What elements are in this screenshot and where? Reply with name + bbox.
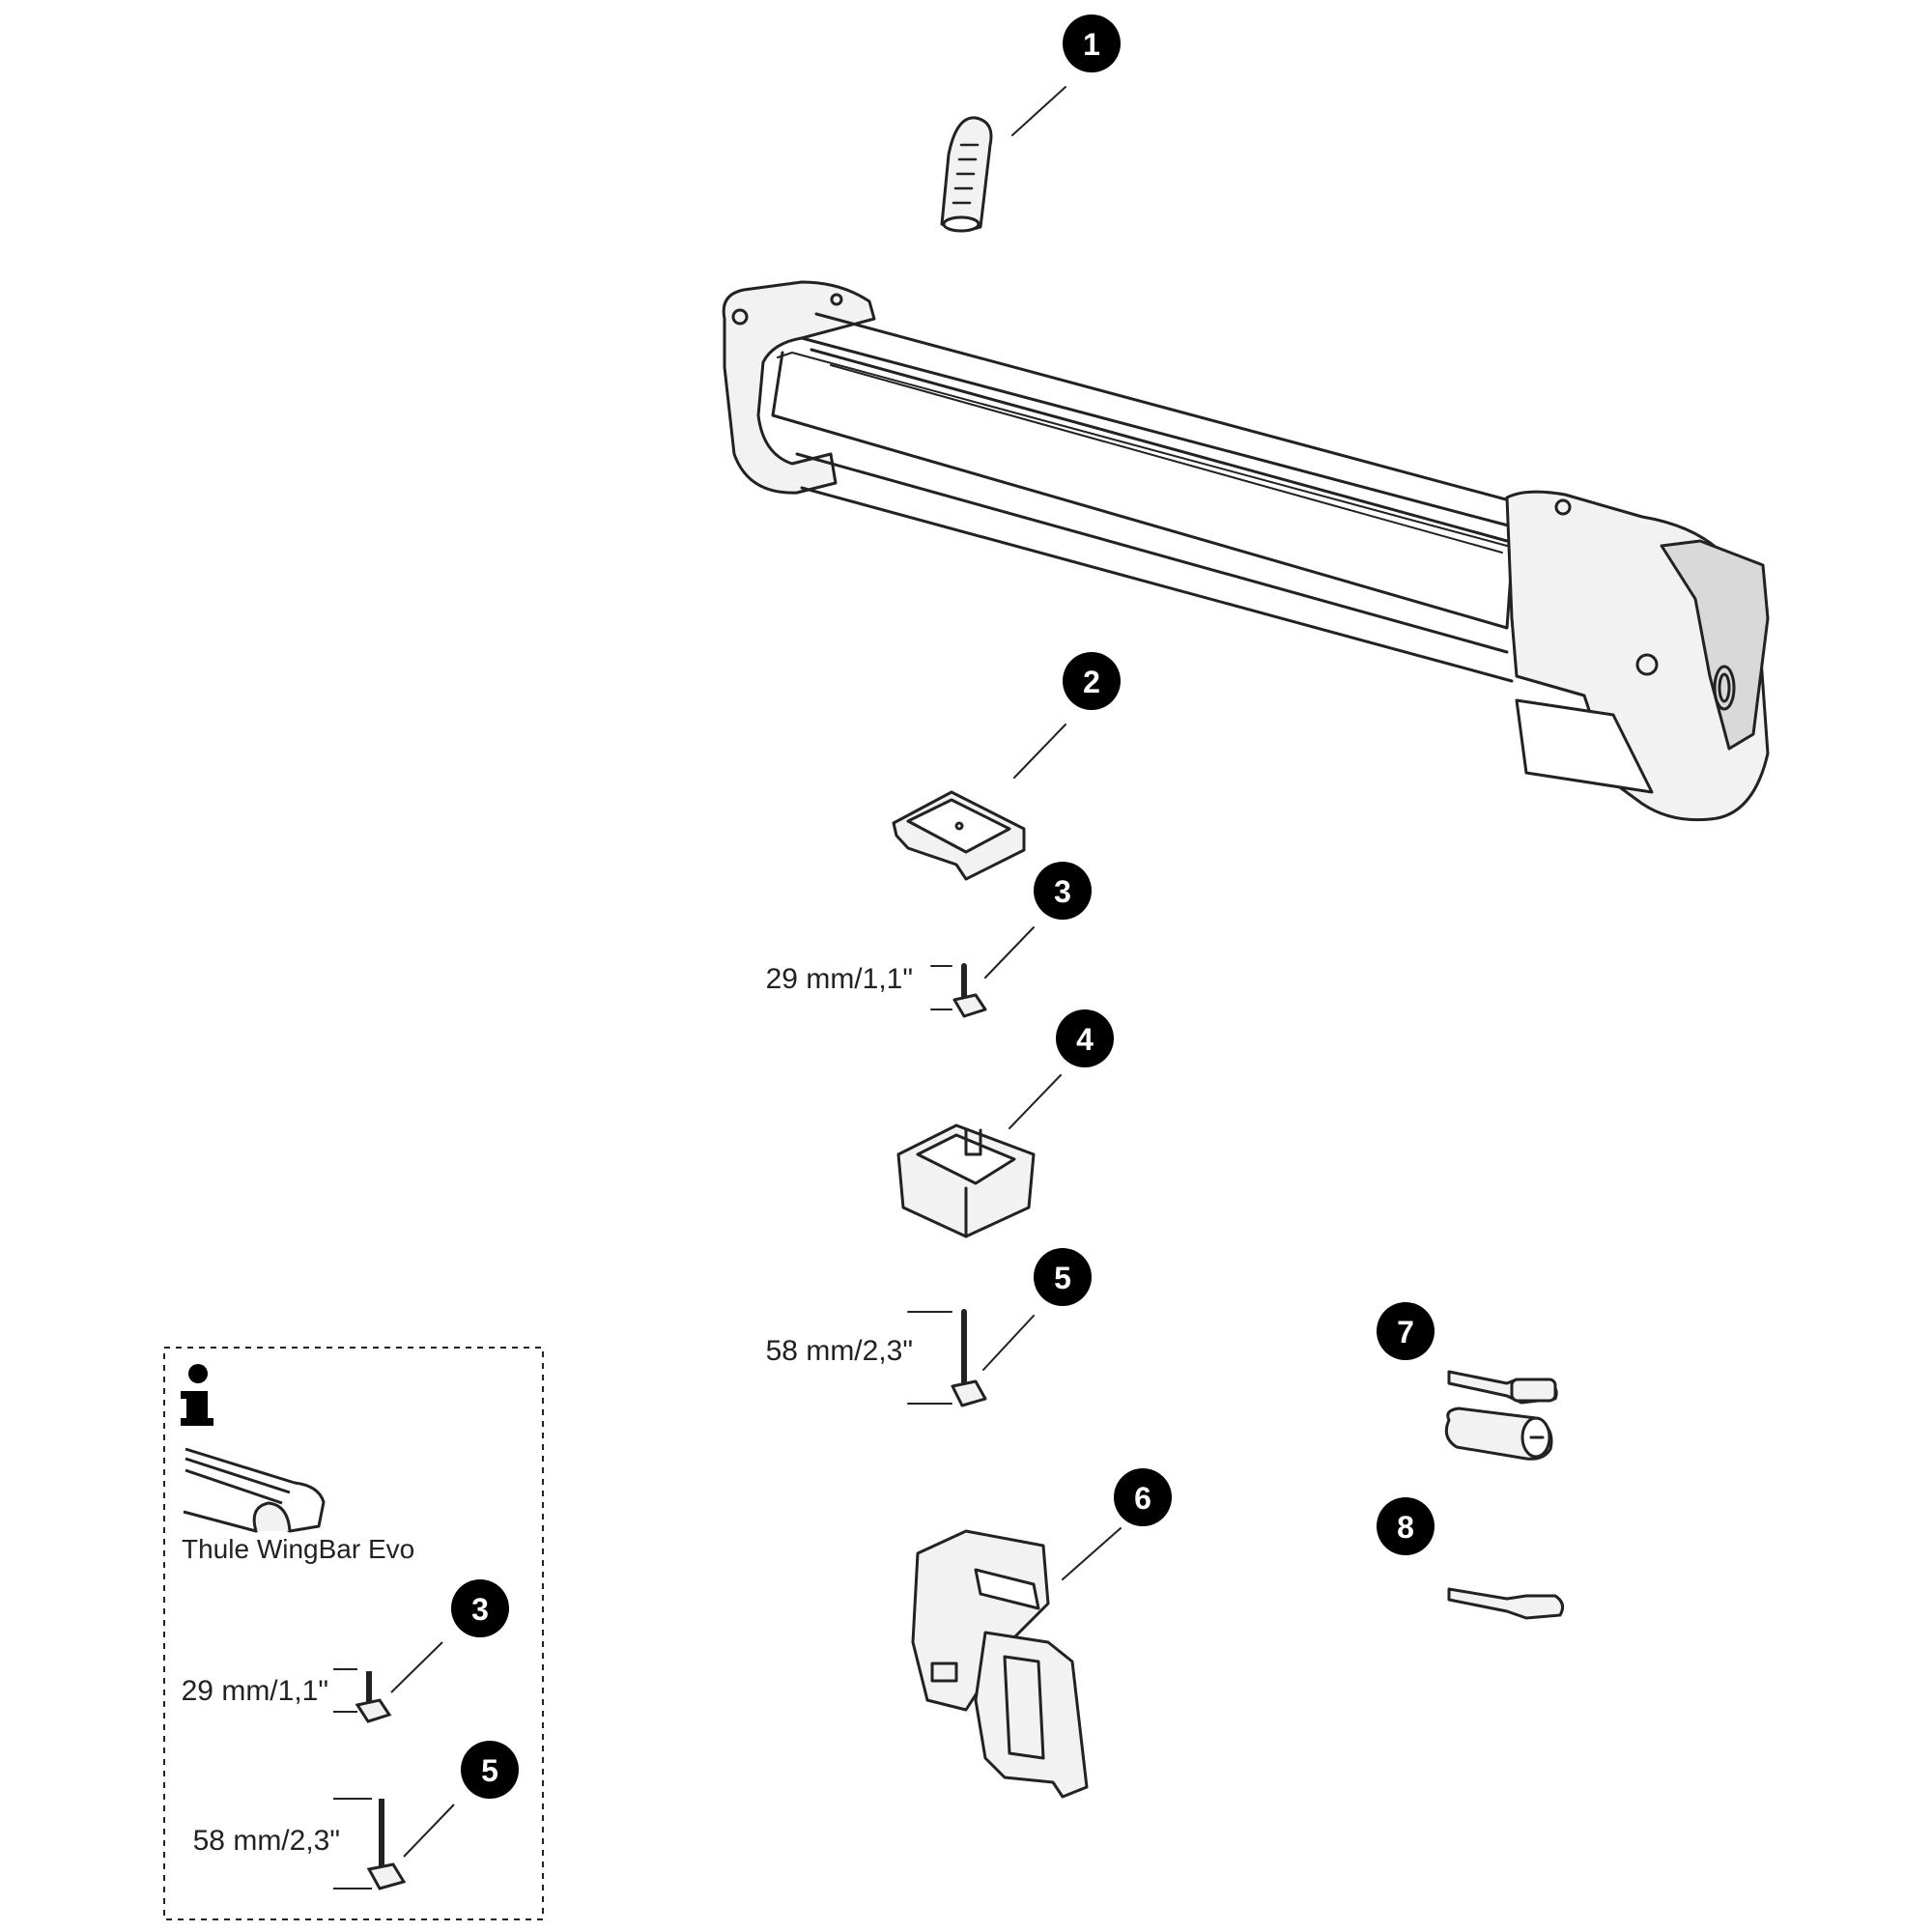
grip-handle-part (940, 116, 993, 233)
info-long-tbolt (333, 1798, 455, 1890)
product-label: Thule WingBar Evo (182, 1534, 414, 1564)
info-callout-5: 5 (481, 1753, 498, 1788)
svg-text:4: 4 (1076, 1022, 1094, 1057)
wingbar-profile (183, 1447, 326, 1533)
ski-carrier-bar (722, 280, 1770, 822)
info-long-bolt-dimension: 58 mm/2,3" (193, 1825, 340, 1857)
svg-text:3: 3 (1054, 874, 1071, 909)
svg-text:8: 8 (1397, 1510, 1414, 1545)
svg-text:7: 7 (1397, 1315, 1414, 1350)
key-and-lock-part (1444, 1370, 1558, 1461)
svg-text:1: 1 (1083, 27, 1100, 62)
callout-4: 4 (1056, 1009, 1114, 1067)
long-tbolt-part (951, 1309, 987, 1407)
info-short-bolt-dimension: 29 mm/1,1" (182, 1675, 328, 1707)
info-box: Thule WingBar Evo 3 29 mm/1,1" 5 58 mm/2… (163, 1347, 544, 1920)
callout-1: 1 (1063, 14, 1121, 72)
svg-text:6: 6 (1134, 1481, 1151, 1516)
leader-lines (907, 86, 1122, 1580)
info-short-tbolt (333, 1641, 443, 1723)
end-cap-block-part (896, 1123, 1036, 1238)
callout-8: 8 (1377, 1497, 1435, 1555)
info-callout-3: 3 (471, 1592, 489, 1627)
svg-text:2: 2 (1083, 665, 1100, 699)
short-tbolt-part (952, 963, 987, 1018)
callout-5: 5 (1034, 1248, 1092, 1306)
long-bolt-dimension: 58 mm/2,3" (766, 1335, 913, 1367)
adapter-plate-part (892, 790, 1026, 881)
info-icon (181, 1364, 213, 1426)
clamp-bracket-part (911, 1529, 1089, 1799)
short-bolt-dimension: 29 mm/1,1" (766, 963, 913, 995)
callout-7: 7 (1377, 1302, 1435, 1360)
key-part (1447, 1587, 1565, 1620)
callout-2: 2 (1063, 652, 1121, 710)
callout-6: 6 (1114, 1468, 1172, 1526)
svg-text:5: 5 (1054, 1261, 1071, 1295)
callout-3: 3 (1034, 862, 1092, 920)
